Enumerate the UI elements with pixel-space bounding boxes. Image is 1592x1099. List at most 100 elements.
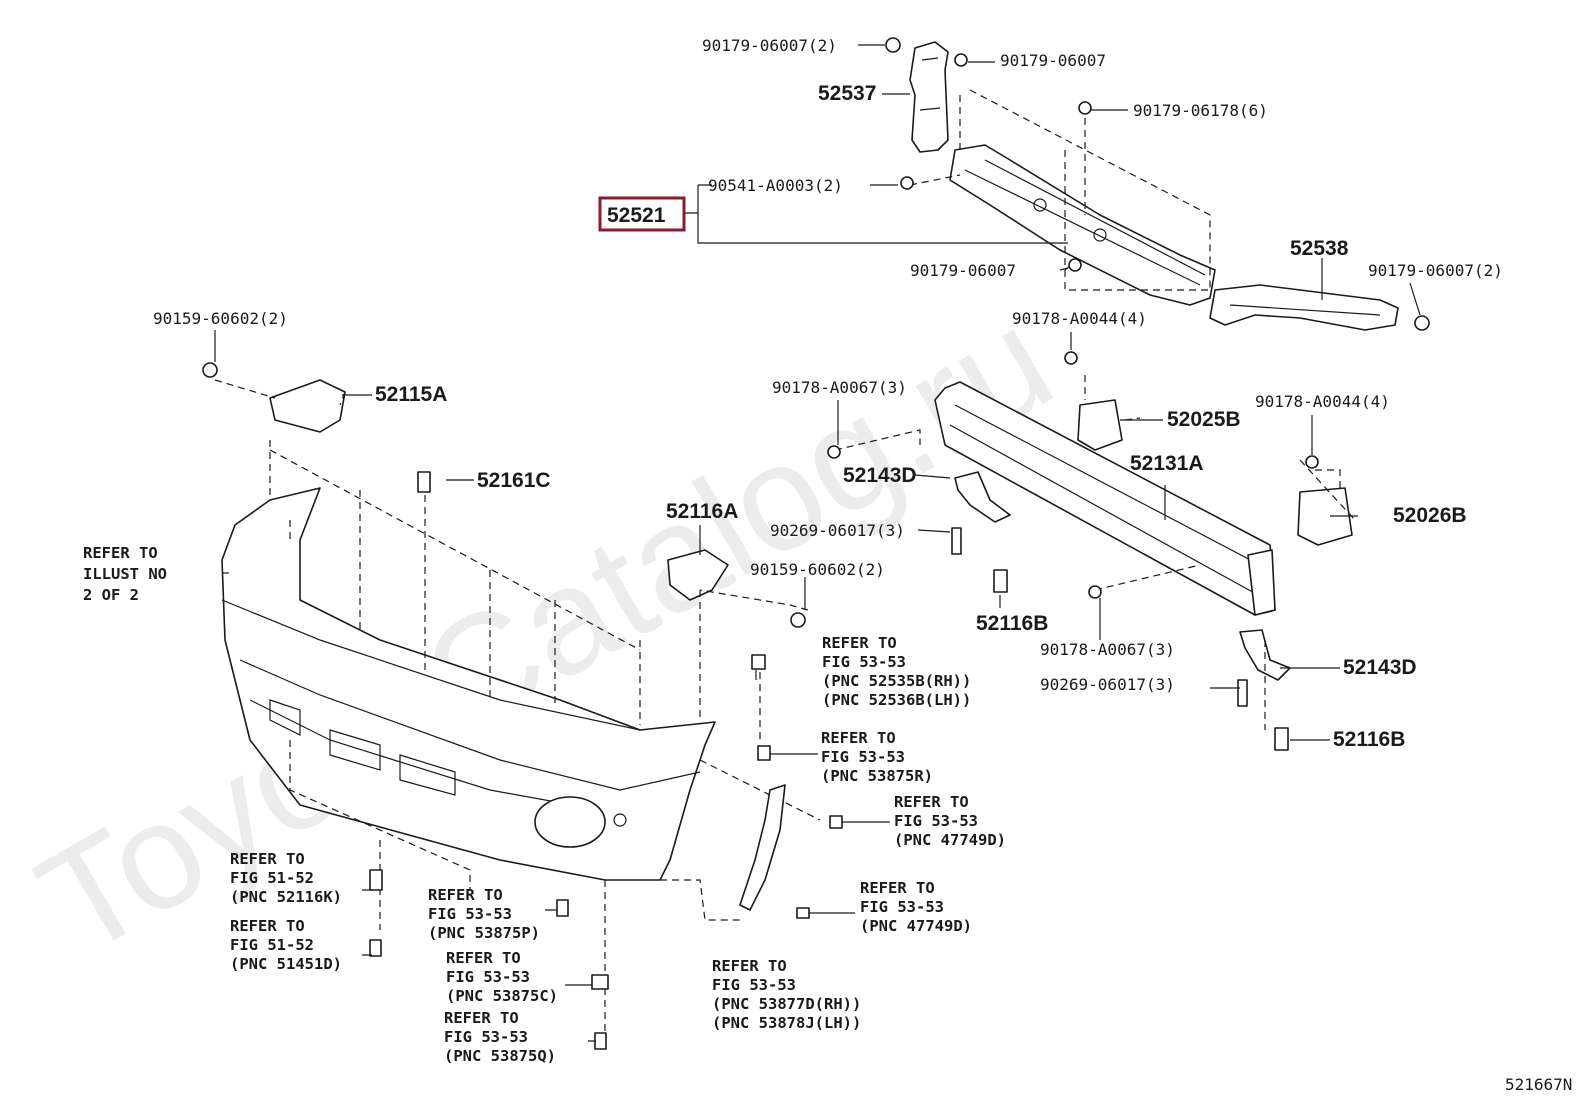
fastener-label: 90541-A0003(2) <box>708 176 843 195</box>
svg-text:FIG 53-53: FIG 53-53 <box>446 968 530 986</box>
refer-note: REFER TO FIG 51-52 (PNC 51451D) <box>230 917 342 973</box>
clip-icon[interactable] <box>417 471 431 493</box>
nut-icon[interactable] <box>885 37 901 53</box>
svg-text:FIG 53-53: FIG 53-53 <box>444 1028 528 1046</box>
clip-icon[interactable] <box>993 569 1008 593</box>
svg-text:(PNC 53875C): (PNC 53875C) <box>446 987 558 1005</box>
svg-text:FIG 53-53: FIG 53-53 <box>821 748 905 766</box>
svg-text:FIG 53-53: FIG 53-53 <box>860 898 944 916</box>
bracket-52537[interactable] <box>909 41 949 153</box>
bolt-icon[interactable] <box>757 745 771 761</box>
nut-icon[interactable] <box>1088 585 1102 599</box>
svg-text:FIG 53-53: FIG 53-53 <box>712 976 796 994</box>
fastener-label: 90178-A0067(3) <box>1040 640 1175 659</box>
bracket-52538[interactable] <box>1209 284 1399 331</box>
fastener-label: 90178-A0067(3) <box>772 378 907 397</box>
svg-text:REFER TO: REFER TO <box>712 957 787 975</box>
part-label: 52143D <box>843 464 917 487</box>
part-label: 52131A <box>1130 452 1204 475</box>
svg-text:REFER TO: REFER TO <box>446 949 521 967</box>
nut-icon[interactable] <box>790 612 806 628</box>
retainer-52116a[interactable] <box>667 549 729 601</box>
bolt-icon[interactable] <box>951 527 962 555</box>
refer-note: REFER TO FIG 53-53 (PNC 53875C) <box>446 949 558 1005</box>
refer-note: REFER TO FIG 51-52 (PNC 52116K) <box>230 850 342 906</box>
clip-icon[interactable] <box>1274 727 1289 751</box>
nut-icon[interactable] <box>1064 351 1078 365</box>
svg-text:FIG 53-53: FIG 53-53 <box>822 653 906 671</box>
reinforcement-52131a[interactable] <box>934 381 1276 616</box>
retainer-52115a[interactable] <box>269 379 346 433</box>
bumper-cover[interactable] <box>221 487 716 881</box>
nut-icon[interactable] <box>900 176 914 190</box>
svg-text:(PNC 53875P): (PNC 53875P) <box>428 924 540 942</box>
svg-text:(PNC 52535B(RH)): (PNC 52535B(RH)) <box>822 672 971 690</box>
refer-note: REFER TO FIG 53-53 (PNC 53875Q) <box>444 1009 556 1065</box>
nut-icon[interactable] <box>202 362 218 378</box>
refer-note-illust: REFER TO ILLUST NO 2 OF 2 <box>83 544 167 604</box>
svg-text:REFER TO: REFER TO <box>83 544 158 562</box>
bolt-icon[interactable] <box>556 899 569 917</box>
svg-text:(PNC 52536B(LH)): (PNC 52536B(LH)) <box>822 691 971 709</box>
svg-text:FIG 51-52: FIG 51-52 <box>230 936 314 954</box>
stay-53877d[interactable] <box>739 784 786 911</box>
refer-note: REFER TO FIG 53-53 (PNC 47749D) <box>894 793 1006 849</box>
refer-note: REFER TO FIG 53-53 (PNC 53877D(RH)) (PNC… <box>712 957 861 1032</box>
svg-text:(PNC 53875R): (PNC 53875R) <box>821 767 933 785</box>
bolt-icon[interactable] <box>369 939 382 957</box>
fastener-label: 90179-06007 <box>910 261 1016 280</box>
svg-text:(PNC 53878J(LH)): (PNC 53878J(LH)) <box>712 1014 861 1032</box>
bolt-icon[interactable] <box>796 907 810 919</box>
svg-text:(PNC 47749D): (PNC 47749D) <box>894 831 1006 849</box>
svg-text:(PNC 52116K): (PNC 52116K) <box>230 888 342 906</box>
svg-text:FIG 53-53: FIG 53-53 <box>894 812 978 830</box>
nut-icon[interactable] <box>1068 258 1082 272</box>
refer-note: REFER TO FIG 53-53 (PNC 53875R) <box>821 729 933 785</box>
fastener-label: 90269-06017(3) <box>770 521 905 540</box>
part-label: 52537 <box>818 82 876 105</box>
fastener-label: 90179-06007(2) <box>702 36 837 55</box>
bracket-52025b[interactable] <box>1077 399 1123 451</box>
refer-note: REFER TO FIG 53-53 (PNC 52535B(RH)) (PNC… <box>822 634 971 709</box>
svg-text:(PNC 53875Q): (PNC 53875Q) <box>444 1047 556 1065</box>
fastener-label: 90179-06178(6) <box>1133 101 1268 120</box>
fastener-label: 90178-A0044(4) <box>1012 309 1147 328</box>
part-label: 52116B <box>1333 728 1405 751</box>
clip-icon[interactable] <box>751 654 766 670</box>
highlight-box <box>598 196 686 232</box>
support-52521[interactable] <box>949 144 1216 306</box>
fastener-label: 90269-06017(3) <box>1040 675 1175 694</box>
clip-icon[interactable] <box>591 974 609 990</box>
bolt-icon[interactable] <box>594 1032 607 1050</box>
svg-text:REFER TO: REFER TO <box>428 886 503 904</box>
svg-text:REFER TO: REFER TO <box>230 850 305 868</box>
part-label: 52025B <box>1167 408 1241 431</box>
nut-icon[interactable] <box>1305 455 1319 469</box>
svg-text:REFER TO: REFER TO <box>821 729 896 747</box>
highlighted-part-label[interactable]: 52521 <box>607 204 666 227</box>
bracket-52026b[interactable] <box>1297 487 1353 546</box>
nut-icon[interactable] <box>827 445 841 459</box>
part-label: 52116B <box>976 612 1048 635</box>
nut-icon[interactable] <box>1414 315 1430 331</box>
svg-text:FIG 51-52: FIG 51-52 <box>230 869 314 887</box>
refer-note: REFER TO FIG 53-53 (PNC 53875P) <box>428 886 540 942</box>
svg-text:(PNC 53877D(RH)): (PNC 53877D(RH)) <box>712 995 861 1013</box>
part-label: 52116A <box>666 500 738 523</box>
bolt-icon[interactable] <box>1237 679 1248 707</box>
bolt-icon[interactable] <box>829 815 843 829</box>
svg-text:REFER TO: REFER TO <box>860 879 935 897</box>
clip-icon[interactable] <box>369 869 383 891</box>
svg-text:REFER TO: REFER TO <box>230 917 305 935</box>
svg-text:REFER TO: REFER TO <box>822 634 897 652</box>
stay-52143d-left[interactable] <box>954 471 1011 523</box>
leader-lines <box>214 44 1421 1042</box>
fastener-label: 90159-60602(2) <box>153 309 288 328</box>
fastener-label: 90178-A0044(4) <box>1255 392 1390 411</box>
nut-icon[interactable] <box>1078 101 1092 115</box>
svg-text:REFER TO: REFER TO <box>444 1009 519 1027</box>
part-label: 52538 <box>1290 237 1349 260</box>
nut-icon[interactable] <box>954 53 968 67</box>
